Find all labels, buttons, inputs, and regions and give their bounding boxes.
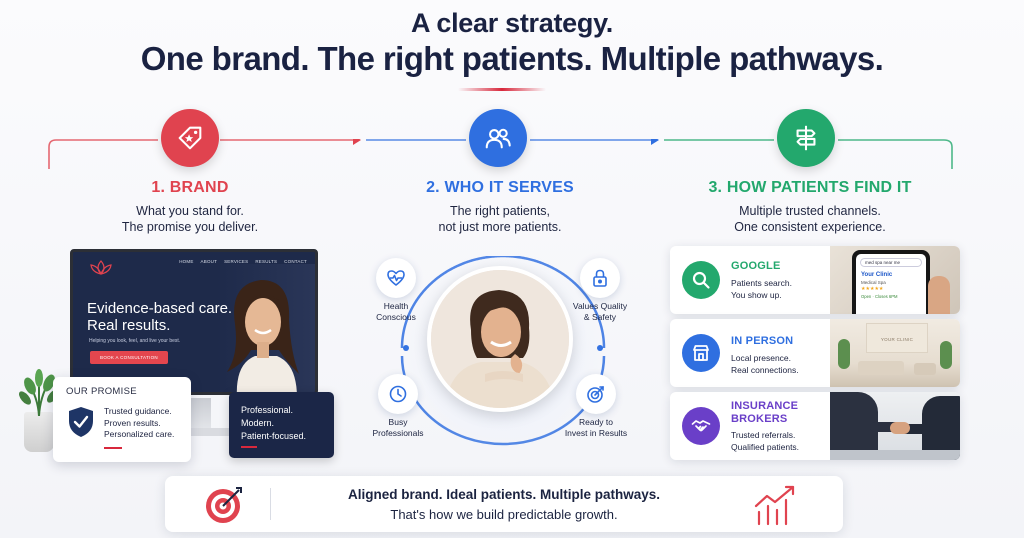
lobby-photo: YOUR CLINIC [830,319,960,387]
promise-title: OUR PROMISE [66,386,137,397]
website-tagline: Helping you look, feel, and live your be… [89,338,181,344]
phone-photo: med spa near me Your Clinic Medical Spa … [830,246,960,314]
phone-result-hours: Open · Closes 6PM [861,294,898,299]
patient-type-label: Health Conscious [376,301,416,322]
channel-card-google[interactable]: GOOGLE Patients search. You show up. med… [670,246,960,314]
phone-result-stars: ★★★★★ [861,286,884,292]
target-icon [576,374,616,414]
tag-star-icon [161,109,219,167]
lock-icon [580,258,620,298]
channel-title: INSURANCE BROKERS [731,400,799,425]
col-sub-how-1: Multiple trusted channels. [739,204,881,218]
arm-left [870,422,900,432]
heart-pulse-icon [376,258,416,298]
website-nav: HOME ABOUT SERVICES RESULTS CONTACT [73,252,315,272]
signpost-icon [777,109,835,167]
channel-desc: Local presence. Real connections. [731,353,799,375]
target-arrow-icon [206,487,242,523]
connector-frame [48,139,953,169]
promise-underline [104,447,122,449]
pro-card: Professional. Modern. Patient-focused. [229,392,334,458]
page-title-line2: One brand. The right patients. Multiple … [140,40,884,77]
clinic-sign: YOUR CLINIC [880,337,914,342]
website-headline: Evidence-based care. Real results. [87,300,233,334]
nav-item[interactable]: RESULTS [255,259,278,264]
col-sub-brand-1: What you stand for. [136,204,244,218]
summary-banner: Aligned brand. Ideal patients. Multiple … [165,476,843,532]
col-heading-who: 2. WHO IT SERVES [426,179,574,196]
patient-type-label: Busy Professionals [372,417,424,438]
col-heading-brand: 1. BRAND [151,179,229,196]
hand [928,276,950,314]
patient-type-label: Ready to Invest in Results [564,417,628,438]
plant-pot [24,412,54,452]
patient-type-label: Values Quality & Safety [572,301,628,322]
table [830,450,960,460]
banner-subline: That's how we build predictable growth. [390,507,618,522]
banner-headline: Aligned brand. Ideal patients. Multiple … [347,487,661,502]
phone: med spa near me Your Clinic Medical Spa … [852,250,930,314]
nav-item[interactable]: SERVICES [224,259,249,264]
woman-portrait [215,264,315,392]
arm-right [900,424,930,434]
pro-underline [241,446,257,448]
col-sub-who-1: The right patients, [449,204,551,218]
promise-lines: Trusted guidance. Proven results. Person… [104,406,175,439]
chair [914,363,936,375]
sofa [858,361,904,375]
phone-result-name: Your Clinic [861,272,893,278]
plant-left [838,339,850,369]
monitor-base [162,428,232,436]
banner-divider [270,488,271,520]
hands [890,422,910,434]
handshake-photo [830,392,960,460]
clock-icon [378,374,418,414]
title-underline [458,88,546,91]
wall-panel [866,323,928,353]
pro-lines: Professional. Modern. Patient-focused. [241,405,307,441]
patient-photo [427,266,573,412]
nav-item[interactable]: HOME [179,259,194,264]
people-icon [469,109,527,167]
col-sub-brand-2: The promise you deliver. [121,220,259,234]
channel-desc: Patients search. You show up. [731,278,792,300]
col-sub-who-2: not just more patients. [438,220,562,234]
page-title-line1: A clear strategy. [410,8,613,38]
promise-card: OUR PROMISE Trusted guidance. Proven res… [53,377,191,462]
phone-search: med spa near me [860,258,922,267]
book-consultation-button[interactable]: BOOK A CONSULTATION [90,351,168,364]
shield-check-icon [69,407,93,437]
col-sub-how-2: One consistent experience. [734,220,886,234]
channel-card-in-person[interactable]: IN PERSON Local presence. Real connectio… [670,319,960,387]
storefront-icon [682,334,720,372]
nav-item[interactable]: CONTACT [284,259,307,264]
channel-title: IN PERSON [731,335,794,347]
lotus-logo-icon [90,260,112,275]
phone-result-type: Medical Spa [861,280,886,285]
handshake-icon [682,407,720,445]
channel-title: GOOGLE [731,260,781,272]
growth-chart-icon [754,485,795,526]
channel-card-insurance[interactable]: INSURANCE BROKERS Trusted referrals. Qua… [670,392,960,460]
phone-screen: med spa near me Your Clinic Medical Spa … [856,254,926,314]
search-icon [682,261,720,299]
channel-desc: Trusted referrals. Qualified patients. [731,430,800,452]
website-mockup: HOME ABOUT SERVICES RESULTS CONTACT Evid… [70,249,318,395]
plant-right [940,341,952,369]
col-heading-how: 3. HOW PATIENTS FIND IT [708,179,912,196]
nav-item[interactable]: ABOUT [200,259,218,264]
